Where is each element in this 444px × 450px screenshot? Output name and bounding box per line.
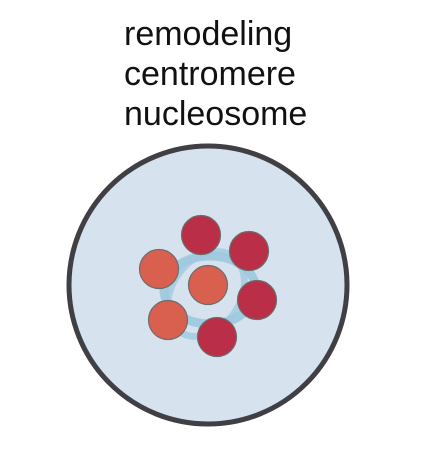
title-line-2: centromere: [124, 55, 296, 93]
histone-bottom: [196, 316, 238, 358]
histone-right: [236, 279, 278, 321]
title-line-1: remodeling: [124, 15, 293, 53]
histone-upper-right: [228, 230, 270, 272]
histone-top: [180, 214, 222, 256]
title-line-3: nucleosome: [124, 95, 308, 133]
histone-octamer: [138, 214, 278, 358]
histone-lower-left: [147, 299, 189, 341]
histone-center: [187, 264, 229, 306]
title: remodeling centromere nucleosome: [124, 14, 307, 134]
histone-left: [138, 248, 180, 290]
